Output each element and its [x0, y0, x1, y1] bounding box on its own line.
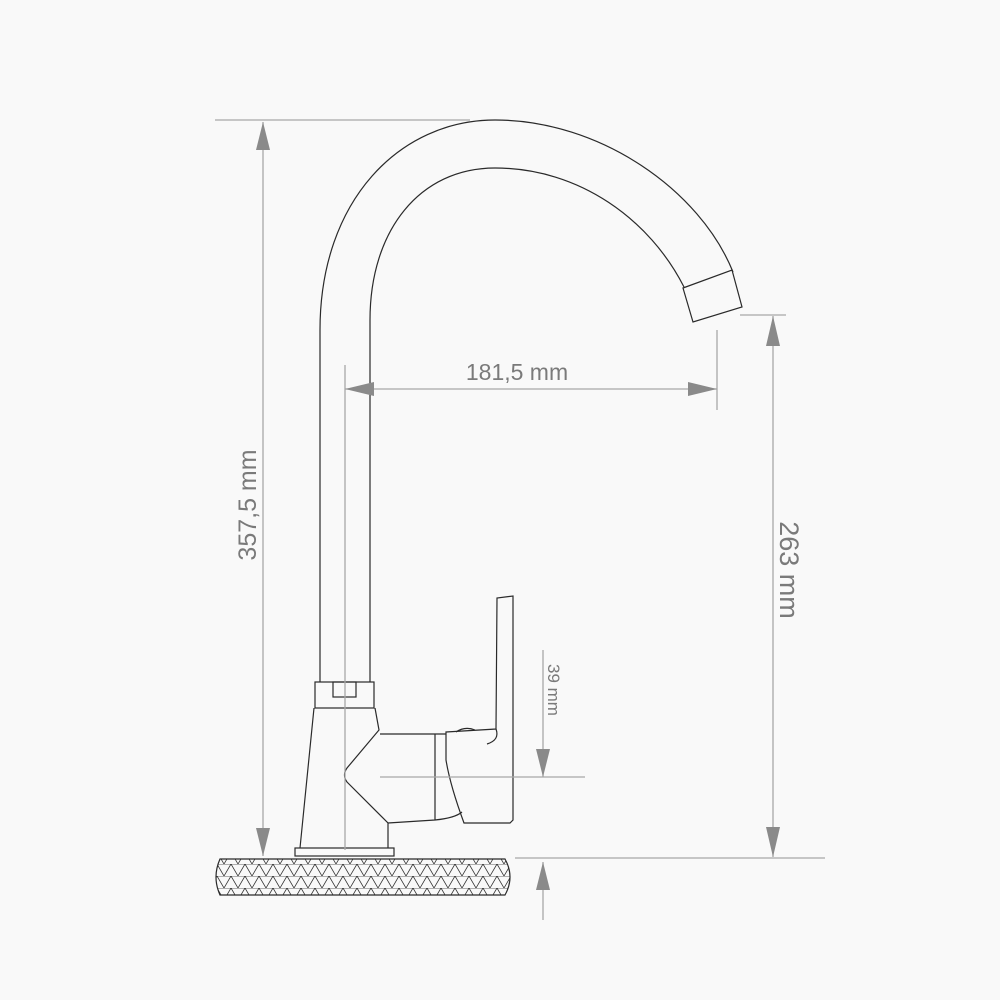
lever-handle: [445, 595, 514, 824]
handle-detail: [455, 727, 498, 745]
faucet-body: [299, 707, 389, 849]
dimension-spout-reach: 181,5 mm: [344, 330, 718, 850]
spout-height-label: 263 mm: [774, 521, 804, 619]
dimension-handle-height: 39 mm: [380, 650, 585, 920]
cartridge: [380, 733, 463, 824]
spout: [319, 119, 743, 682]
handle-height-label: 39 mm: [544, 664, 563, 716]
dimension-total-height: 357,5 mm: [215, 119, 470, 856]
aerator: [682, 269, 743, 323]
total-height-label: 357,5 mm: [234, 449, 262, 560]
spout-reach-label: 181,5 mm: [466, 359, 568, 385]
dimension-spout-height: 263 mm: [515, 314, 825, 859]
countertop: [215, 858, 511, 896]
